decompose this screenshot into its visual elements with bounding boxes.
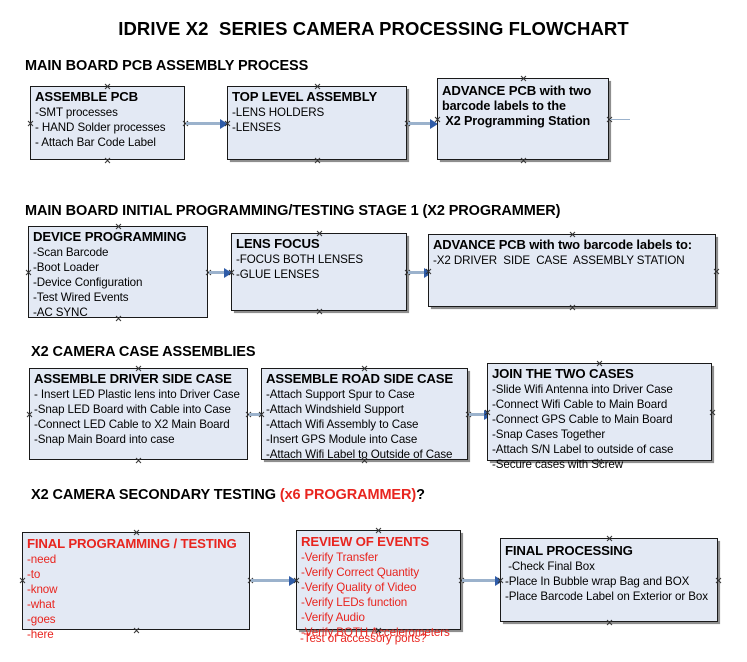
section-heading-4-accent: (x6 PROGRAMMER) bbox=[279, 487, 417, 503]
box-title: FINAL PROGRAMMING / TESTING bbox=[27, 536, 237, 551]
box-line: -Attach Support Spur to Case bbox=[266, 388, 415, 401]
flow-arrow-head bbox=[495, 575, 503, 586]
box-line: - HAND Solder processes bbox=[35, 121, 166, 134]
process-box-device-programming[interactable]: DEVICE PROGRAMMING -Scan Barcode -Boot L… bbox=[28, 226, 208, 319]
box-line: -Verify Correct Quantity bbox=[301, 566, 420, 579]
section-heading-4: X2 CAMERA SECONDARY TESTING (x6 PROGRAMM… bbox=[31, 487, 425, 503]
flow-arrow-head bbox=[220, 118, 228, 129]
box-line: -what bbox=[27, 598, 55, 611]
flow-arrow bbox=[469, 413, 486, 416]
box-line: -Insert GPS Module into Case bbox=[266, 433, 418, 446]
box-line: -Check Final Box bbox=[505, 560, 595, 573]
box-line: - Attach Bar Code Label bbox=[35, 136, 156, 149]
box-line: -AC SYNC bbox=[33, 306, 88, 319]
page-title: IDRIVE X2 SERIES CAMERA PROCESSING FLOWC… bbox=[118, 18, 629, 39]
process-box-join-the-two-cases[interactable]: JOIN THE TWO CASES -Slide Wifi Antenna i… bbox=[487, 363, 712, 471]
flow-arrow bbox=[408, 122, 432, 125]
box-line: -here bbox=[27, 628, 54, 641]
box-line: -Connect LED Cable to X2 Main Board bbox=[34, 418, 230, 431]
process-box-assemble-driver-side-case[interactable]: ASSEMBLE DRIVER SIDE CASE - Insert LED P… bbox=[29, 368, 248, 460]
box-line: -LENSES bbox=[232, 121, 281, 134]
box-title: JOIN THE TWO CASES bbox=[492, 366, 634, 381]
flow-arrow bbox=[186, 122, 222, 125]
process-box-assemble-road-side-case[interactable]: ASSEMBLE ROAD SIDE CASE -Attach Support … bbox=[261, 368, 468, 461]
box-line: -need bbox=[27, 553, 57, 566]
box-title: DEVICE PROGRAMMING bbox=[33, 229, 187, 244]
box-line: -FOCUS BOTH LENSES bbox=[236, 253, 364, 266]
flow-arrow bbox=[209, 271, 226, 274]
section-heading-3: X2 CAMERA CASE ASSEMBLIES bbox=[31, 344, 256, 360]
box-title: REVIEW OF EVENTS bbox=[301, 534, 430, 549]
box-line: -Snap Main Board into case bbox=[34, 433, 175, 446]
box-line: -Connect Wifi Cable to Main Board bbox=[492, 398, 668, 411]
box-line: - Insert LED Plastic lens into Driver Ca… bbox=[34, 388, 240, 401]
section-heading-1: MAIN BOARD PCB ASSEMBLY PROCESS bbox=[25, 58, 309, 74]
process-box-top-level-assembly[interactable]: TOP LEVEL ASSEMBLY -LENS HOLDERS -LENSES bbox=[227, 86, 407, 160]
box-line: -Slide Wifi Antenna into Driver Case bbox=[492, 383, 673, 396]
box-line: -Verify Quality of Video bbox=[301, 581, 417, 594]
process-box-advance-pcb-station[interactable]: ADVANCE PCB with two barcode labels to t… bbox=[437, 78, 609, 160]
process-box-review-of-events[interactable]: REVIEW OF EVENTS -Verify Transfer -Verif… bbox=[296, 530, 461, 639]
process-box-advance-pcb-driver-side[interactable]: ADVANCE PCB with two barcode labels to: … bbox=[428, 234, 716, 307]
flow-arrow bbox=[249, 413, 265, 416]
box-line: -Verify BOTH Accelerometers bbox=[301, 626, 450, 639]
box-title: ADVANCE PCB with two barcode labels to: bbox=[433, 237, 692, 252]
flow-arrow bbox=[251, 579, 291, 582]
box-line: -Connect GPS Cable to Main Board bbox=[492, 413, 673, 426]
box-title: ASSEMBLE PCB bbox=[35, 89, 138, 104]
connector-stub bbox=[610, 119, 630, 121]
box-line: -Device Configuration bbox=[33, 276, 143, 289]
box-line: X2 Programming Station bbox=[442, 114, 591, 128]
box-line: -Place In Bubble wrap Bag and BOX bbox=[505, 575, 690, 588]
box-overflow-line: -Test of accessory ports? bbox=[300, 632, 427, 645]
process-box-assemble-pcb[interactable]: ASSEMBLE PCB -SMT processes - HAND Solde… bbox=[30, 86, 185, 160]
box-line: -Verify Audio bbox=[301, 611, 365, 624]
box-title: ASSEMBLE ROAD SIDE CASE bbox=[266, 371, 454, 386]
box-line: -Test Wired Events bbox=[33, 291, 129, 304]
box-title: ADVANCE PCB with two bbox=[442, 83, 592, 98]
box-line: -SMT processes bbox=[35, 106, 118, 119]
box-line: -GLUE LENSES bbox=[236, 268, 320, 281]
flow-arrow bbox=[408, 271, 426, 274]
box-line: -Attach Windshield Support bbox=[266, 403, 404, 416]
process-box-final-processing[interactable]: FINAL PROCESSING -Check Final Box -Place… bbox=[500, 538, 718, 622]
flow-arrow bbox=[462, 579, 497, 582]
box-line: -Verify Transfer bbox=[301, 551, 379, 564]
flow-arrow-head bbox=[430, 118, 438, 129]
box-line: -Place Barcode Label on Exterior or Box bbox=[505, 590, 708, 603]
box-line: -goes bbox=[27, 613, 56, 626]
box-line: -Boot Loader bbox=[33, 261, 99, 274]
box-line: -Scan Barcode bbox=[33, 246, 109, 259]
box-line: -Verify LEDs function bbox=[301, 596, 408, 609]
box-line: -X2 DRIVER SIDE CASE ASSEMBLY STATION bbox=[433, 254, 685, 267]
box-line: -to bbox=[27, 568, 41, 581]
box-line: -Secure cases with Screw bbox=[492, 458, 623, 471]
flow-arrow-head bbox=[224, 267, 232, 278]
box-line: -know bbox=[27, 583, 58, 596]
section-heading-2: MAIN BOARD INITIAL PROGRAMMING/TESTING S… bbox=[25, 203, 561, 219]
box-line: -Snap LED Board with Cable into Case bbox=[34, 403, 231, 416]
process-box-final-programming-testing[interactable]: FINAL PROGRAMMING / TESTING -need -to -k… bbox=[22, 532, 250, 641]
box-title: TOP LEVEL ASSEMBLY bbox=[232, 89, 378, 104]
box-line: -LENS HOLDERS bbox=[232, 106, 325, 119]
flow-arrow-head bbox=[289, 575, 297, 586]
box-line: -Attach Wifi Label to Outside of Case bbox=[266, 448, 453, 461]
box-title: LENS FOCUS bbox=[236, 236, 320, 251]
process-box-lens-focus[interactable]: LENS FOCUS -FOCUS BOTH LENSES -GLUE LENS… bbox=[231, 233, 407, 311]
box-line: -Snap Cases Together bbox=[492, 428, 606, 441]
box-line: -Attach Wifi Assembly to Case bbox=[266, 418, 419, 431]
box-line: barcode labels to the bbox=[442, 99, 566, 113]
section-heading-4-main: X2 CAMERA SECONDARY TESTING bbox=[31, 487, 280, 503]
section-heading-4-tail: ? bbox=[416, 487, 425, 503]
box-title: FINAL PROCESSING bbox=[505, 543, 633, 558]
box-line: -Attach S/N Label to outside of case bbox=[492, 443, 674, 456]
box-title: ASSEMBLE DRIVER SIDE CASE bbox=[34, 371, 232, 386]
